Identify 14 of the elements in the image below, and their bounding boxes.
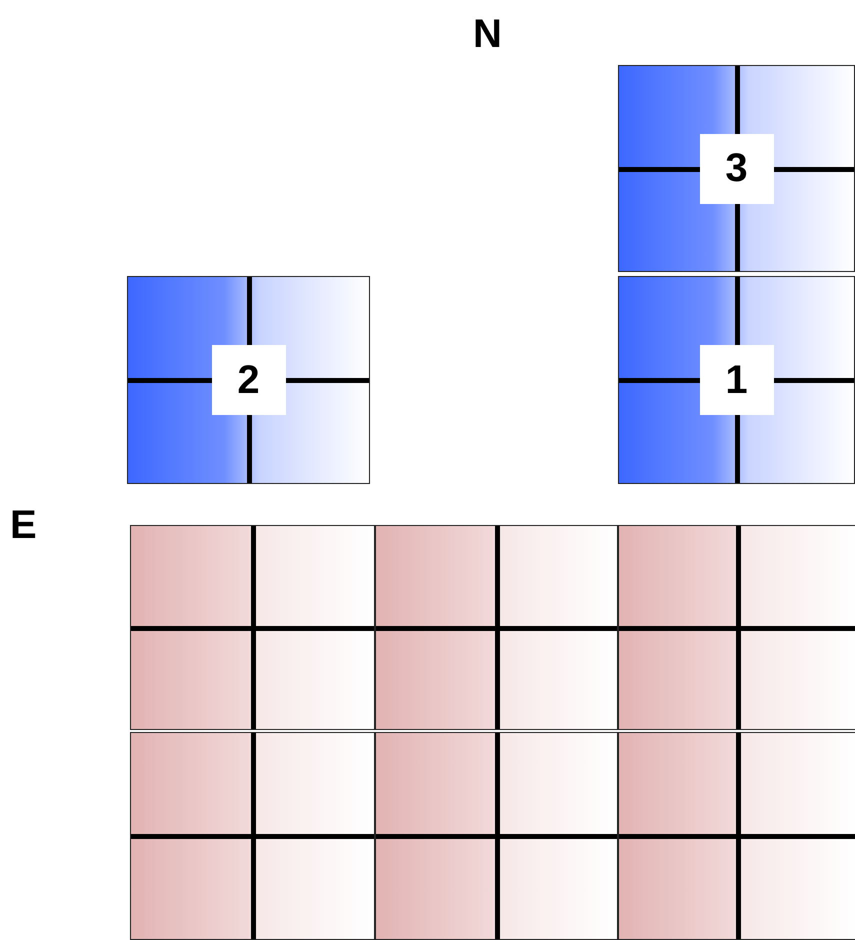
grid-tile bbox=[618, 65, 855, 272]
grid-tile bbox=[618, 732, 855, 940]
grid-tile bbox=[375, 732, 618, 940]
tile-number: 1 bbox=[700, 345, 774, 415]
grid-tile bbox=[127, 276, 370, 484]
grid-tile bbox=[130, 732, 375, 940]
compass-letter: N bbox=[473, 12, 502, 57]
grid-tile bbox=[130, 525, 375, 730]
compass-letter: E bbox=[10, 503, 37, 548]
tile-number: 3 bbox=[700, 134, 774, 204]
grid-tile bbox=[618, 525, 855, 730]
tile-number: 2 bbox=[212, 345, 286, 415]
grid-tile bbox=[375, 525, 618, 730]
grid-tile bbox=[618, 276, 855, 484]
